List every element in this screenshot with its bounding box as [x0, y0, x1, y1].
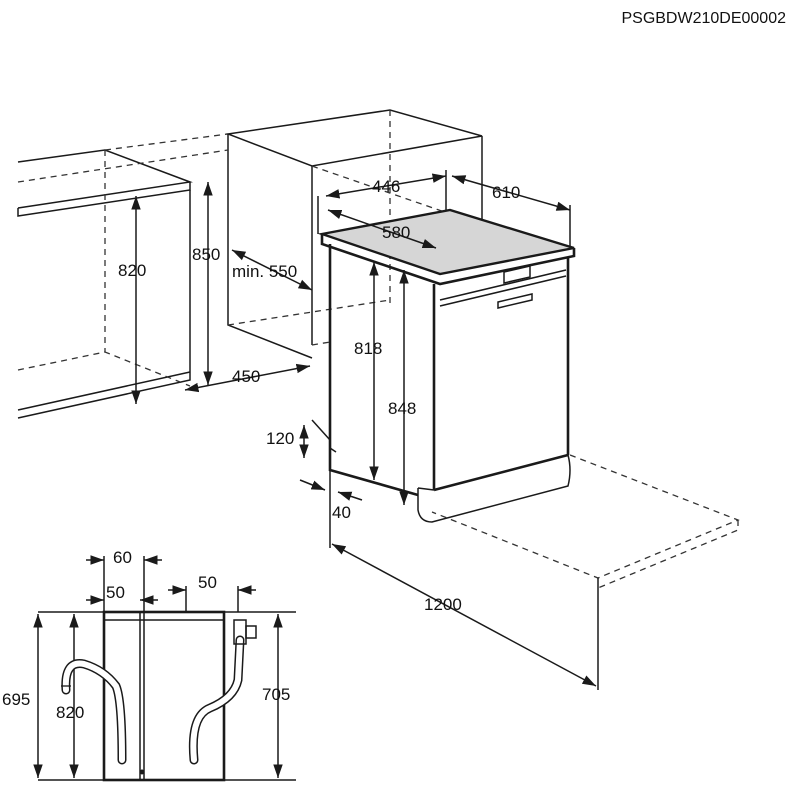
- dishwasher: [317, 208, 576, 523]
- label-niche-depth: 450: [232, 367, 260, 386]
- label-left-offset: 50: [106, 583, 125, 602]
- side-view: [33, 555, 296, 782]
- label-right-offset: 50: [198, 573, 217, 592]
- product-code: PSGBDW210DE00002: [621, 10, 786, 27]
- label-depth: 610: [492, 183, 520, 202]
- label-plinth-height: 120: [266, 429, 294, 448]
- label-body-height: 818: [354, 339, 382, 358]
- label-min-depth: min. 550: [232, 262, 297, 281]
- label-door-open: 1200: [424, 595, 462, 614]
- label-total-height: 848: [388, 399, 416, 418]
- labels: 820 850 min. 550 450 446 610 580 818 848…: [2, 177, 520, 722]
- label-plinth-depth: 40: [332, 503, 351, 522]
- label-top-offset: 60: [113, 548, 132, 567]
- label-left-hose-height: 820: [56, 703, 84, 722]
- label-cabinet-height: 850: [192, 245, 220, 264]
- label-right-hose-height: 705: [262, 685, 290, 704]
- floor-outline: [431, 454, 740, 690]
- label-drain-height: 695: [2, 690, 30, 709]
- dimension-lines: [131, 170, 597, 687]
- label-niche-height: 820: [118, 261, 146, 280]
- label-worktop: 580: [382, 223, 410, 242]
- label-width: 446: [372, 177, 400, 196]
